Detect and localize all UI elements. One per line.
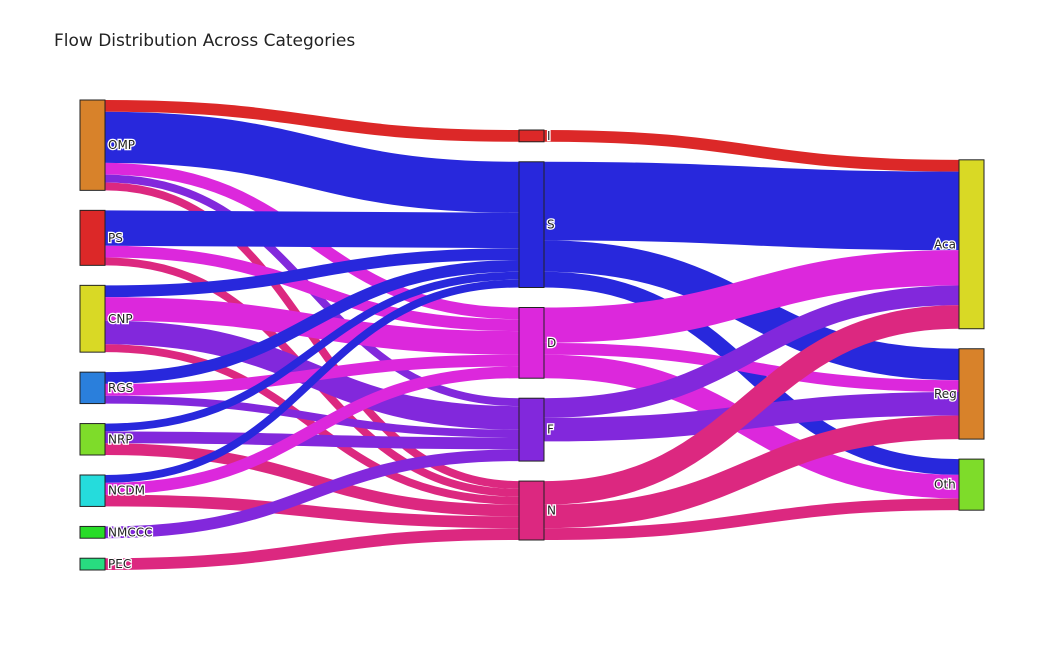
node-label-pec: PEC (108, 557, 131, 571)
node-cnp (79, 284, 106, 353)
link-cnp-s (104, 248, 520, 298)
node-d (518, 307, 545, 379)
node-label-aca: Aca (934, 237, 956, 251)
link-s-aca (543, 161, 960, 251)
link-f-aca (543, 285, 960, 418)
node-label-nmccc: NMCCC (108, 525, 152, 539)
node-i (518, 129, 545, 143)
node-rgs (79, 371, 106, 405)
link-i-aca (543, 130, 960, 172)
link-rgs-s (104, 260, 520, 384)
link-rgs-d (104, 354, 520, 396)
node-s (518, 161, 545, 289)
link-ps-s (104, 210, 520, 249)
link-n-reg (543, 415, 960, 529)
link-rgs-f (104, 395, 520, 438)
link-n-aca (543, 305, 960, 505)
node-label-n: N (547, 504, 556, 518)
link-nrp-s (104, 271, 520, 432)
node-label-cnp: CNP (108, 312, 133, 326)
node-nmccc (79, 525, 106, 539)
node-ncdm (79, 474, 106, 507)
link-nrp-f (104, 431, 520, 450)
node-omp (79, 99, 106, 191)
link-ps-d (104, 245, 520, 332)
link-ncdm-s (104, 279, 520, 483)
link-nmccc-f (104, 449, 520, 539)
node-label-rgs: RGS (108, 381, 133, 395)
node-label-d: D (547, 336, 556, 350)
node-oth (958, 458, 985, 511)
link-omp-i (104, 100, 520, 142)
link-pec-n (104, 528, 520, 570)
node-label-ps: PS (108, 231, 123, 245)
link-ncdm-d (104, 366, 520, 495)
link-d-aca (543, 250, 960, 343)
link-ncdm-n (104, 494, 520, 529)
node-nrp (79, 423, 106, 456)
link-d-reg (543, 342, 960, 392)
node-f (518, 397, 545, 462)
link-n-oth (543, 498, 960, 540)
node-label-reg: Reg (934, 387, 957, 401)
node-n (518, 480, 545, 541)
node-label-s: S (547, 218, 555, 232)
node-aca (958, 159, 985, 330)
node-label-omp: OMP (108, 138, 135, 152)
link-nrp-n (104, 443, 520, 517)
nodes-layer (79, 99, 985, 571)
link-omp-s (104, 111, 520, 213)
node-pec (79, 557, 106, 571)
chart-title: Flow Distribution Across Categories (54, 31, 356, 51)
node-label-nrp: NRP (108, 432, 133, 446)
node-ps (79, 209, 106, 266)
node-label-i: I (547, 129, 551, 143)
node-label-oth: Oth (934, 478, 956, 492)
links-layer (104, 100, 960, 570)
node-label-f: F (547, 423, 554, 437)
node-reg (958, 348, 985, 440)
node-label-ncdm: NCDM (108, 484, 145, 498)
